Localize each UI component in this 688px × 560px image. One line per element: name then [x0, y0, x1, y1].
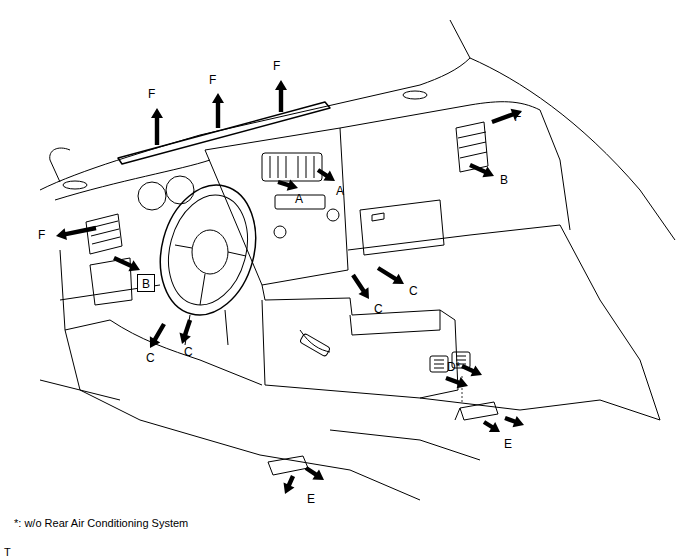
airflow-arrow	[317, 168, 335, 181]
vent-letter: C	[409, 285, 418, 297]
airflow-arrow	[504, 416, 524, 427]
figure-mark: T	[4, 547, 11, 558]
airflow-arrow	[275, 80, 287, 112]
vent-letter: E	[307, 493, 315, 505]
vent-letter: E	[504, 438, 512, 450]
airflow-arrow	[212, 93, 224, 128]
airflow-arrow	[56, 226, 96, 240]
vent-letter: B	[500, 174, 508, 186]
vent-letter: B	[142, 278, 150, 290]
airflow-arrow	[277, 179, 298, 190]
airflow-arrow	[491, 109, 522, 124]
airflow-arrow	[305, 466, 324, 480]
airflow-arrow	[179, 319, 192, 344]
vent-letter: A	[295, 193, 303, 205]
airflow-arrow	[284, 475, 295, 494]
airflow-arrow	[469, 163, 494, 177]
vent-letter: F	[273, 60, 280, 72]
footnote: *: w/o Rear Air Conditioning System	[14, 518, 188, 529]
vent-letter: A	[336, 185, 344, 197]
vent-letter: C	[374, 303, 383, 315]
airflow-arrow	[150, 323, 166, 348]
vent-letter: F	[209, 74, 216, 86]
airflow-arrow	[377, 266, 404, 284]
airflow-arrow	[113, 256, 140, 271]
vent-letter: F	[38, 229, 45, 241]
vent-letter: C	[184, 346, 193, 358]
airflow-arrow	[483, 420, 500, 432]
vent-letter: D*	[447, 361, 460, 373]
boxed-letter: B	[137, 274, 155, 292]
airflow-arrow	[445, 376, 468, 388]
vent-letter: F	[148, 88, 155, 100]
vent-letter: C	[146, 352, 155, 364]
airflow-arrow	[151, 108, 163, 145]
airflow-arrow	[351, 274, 369, 299]
airflow-arrow	[461, 364, 482, 376]
vent-letter: F	[514, 111, 521, 123]
